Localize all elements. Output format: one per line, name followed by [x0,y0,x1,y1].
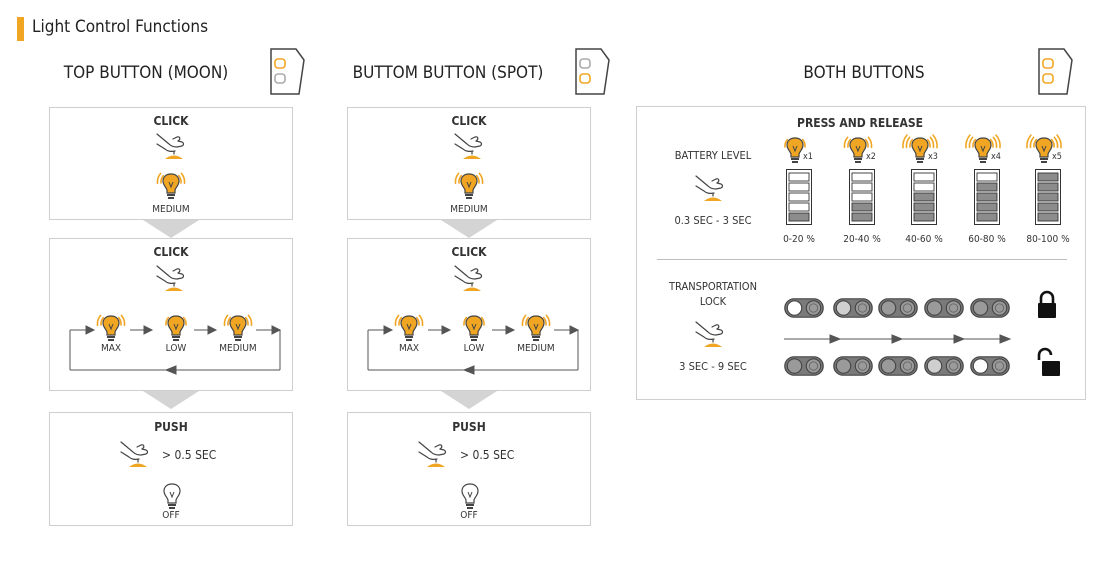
step2-action-bottom: CLICK [451,245,487,259]
toggle-state [924,298,964,318]
lock-open-icon [1037,347,1060,376]
toggle-state [784,356,824,376]
step3-action-bottom: PUSH [452,420,486,434]
bulb-on-icon [156,172,186,199]
blink-bulb-icon [965,134,1001,163]
mode-label-low: LOW [463,343,485,354]
hand-press-icon [156,265,185,291]
toggle-state [833,356,873,376]
bulb-off-icon [461,483,479,509]
battery-level-label: BATTERY LEVEL [674,149,752,162]
bulb-low-icon [463,315,485,341]
step3-result-bottom: OFF [460,510,478,521]
toggle-state [970,298,1010,318]
battery-range-label: 80-100 % [1026,234,1070,245]
step3-duration-top: > 0.5 SEC [162,448,217,462]
blink-bulb-icon [902,134,938,163]
hand-press-icon [120,441,149,467]
hand-press-icon [695,321,724,347]
column-title-both: BOTH BUTTONS [803,63,925,83]
battery-gauge [974,169,1000,225]
press-release-heading: PRESS AND RELEASE [797,116,923,130]
step2-box-bottom [347,238,591,391]
toggle-state [970,356,1010,376]
title-accent-bar [17,17,24,41]
mode-label-max: MAX [100,343,122,354]
device-icon-top [270,48,305,95]
panel-divider [657,259,1067,260]
hand-press-icon [454,133,483,159]
mode-cycle-arrows [69,325,282,375]
device-icon-both [1038,48,1073,95]
hand-press-icon [454,265,483,291]
page-title: Light Control Functions [32,17,209,37]
bulb-medium-icon [521,314,551,341]
step3-action-top: PUSH [154,420,188,434]
flow-chevron [143,220,199,238]
blink-count: x3 [928,152,938,162]
bulb-medium-icon [223,314,253,341]
battery-gauge [786,169,812,225]
battery-gauge [911,169,937,225]
step1-box-top [49,107,293,220]
lock-closed-icon [1038,290,1056,318]
battery-range-label: 60-80 % [968,234,1006,245]
blink-bulb-icon [784,137,806,163]
device-icon-bottom [575,48,610,95]
mode-label-medium: MEDIUM [219,343,257,354]
column-title-bottom: BUTTOM BUTTON (SPOT) [352,63,544,83]
battery-gauge [1035,169,1061,225]
battery-range-label: 20-40 % [843,234,881,245]
transport-duration: 3 SEC - 9 SEC [679,360,747,373]
flow-chevron [143,391,199,409]
step3-duration-bottom: > 0.5 SEC [460,448,515,462]
bulb-low-icon [165,315,187,341]
mode-label-max: MAX [398,343,420,354]
both-buttons-panel [636,106,1086,400]
bulb-max-icon [96,314,126,341]
flow-chevron [441,391,497,409]
hand-press-icon [695,175,724,201]
blink-count: x2 [866,152,876,162]
toggle-state [878,298,918,318]
step1-result-bottom: MEDIUM [450,204,488,215]
column-title-top: TOP BUTTON (MOON) [63,63,229,83]
toggle-state [878,356,918,376]
battery-duration: 0.3 SEC - 3 SEC [674,214,752,227]
toggle-state [924,356,964,376]
hand-press-icon [418,441,447,467]
bulb-on-icon [454,172,484,199]
battery-gauge [849,169,875,225]
blink-count: x5 [1052,152,1062,162]
blink-bulb-icon [1026,134,1062,163]
mode-cycle-arrows [367,325,580,375]
battery-range-label: 0-20 % [783,234,815,245]
mode-label-low: LOW [165,343,187,354]
battery-range-label: 40-60 % [905,234,943,245]
flow-chevron [441,220,497,238]
step1-action-bottom: CLICK [451,114,487,128]
toggle-state [784,298,824,318]
hand-press-icon [156,133,185,159]
blink-count: x4 [991,152,1001,162]
step1-result-top: MEDIUM [152,204,190,215]
step2-box-top [49,238,293,391]
blink-count: x1 [803,152,813,162]
mode-label-medium: MEDIUM [517,343,555,354]
toggle-state [833,298,873,318]
step1-box-bottom [347,107,591,220]
step1-action-top: CLICK [153,114,189,128]
step2-action-top: CLICK [153,245,189,259]
blink-bulb-icon [843,136,873,163]
bulb-off-icon [163,483,181,509]
bulb-max-icon [394,314,424,341]
step3-result-top: OFF [162,510,180,521]
transport-lock-label-1: TRANSPORTATION [668,280,757,293]
transport-lock-label-2: LOCK [699,295,727,308]
